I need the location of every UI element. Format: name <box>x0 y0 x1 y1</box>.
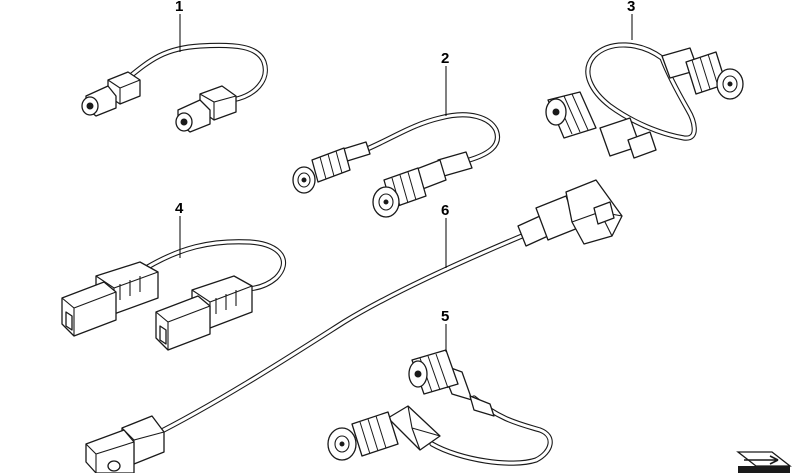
part-5-connector-angled <box>327 405 441 461</box>
part-2-connector-a <box>292 141 371 194</box>
part-2-connector-b <box>372 151 473 218</box>
part-1-cable <box>81 42 268 133</box>
navigation-arrow-icon <box>736 451 792 473</box>
part-4-cable <box>61 239 287 351</box>
part-2-cable <box>292 112 501 218</box>
callout-3: 3 <box>627 0 635 15</box>
part-5-cable <box>327 349 553 466</box>
part-6-connector-end <box>85 415 165 473</box>
part-3-connector-a <box>661 47 744 100</box>
callout-4: 4 <box>175 200 184 217</box>
callout-leaders <box>179 14 633 352</box>
callout-1: 1 <box>175 0 183 15</box>
part-3-cable <box>545 42 744 159</box>
callout-5: 5 <box>441 308 449 325</box>
part-1-connector-b <box>175 85 237 133</box>
part-4-connector-a <box>61 261 159 337</box>
callout-6: 6 <box>441 202 449 219</box>
part-6-cable <box>85 179 623 473</box>
part-1-connector-a <box>81 71 141 117</box>
part-3-connector-b <box>545 91 657 159</box>
part-6-connector-angled <box>517 179 623 247</box>
callout-2: 2 <box>441 50 449 67</box>
part-4-connector-b <box>155 275 253 351</box>
part-5-connector-knurled <box>408 349 495 417</box>
